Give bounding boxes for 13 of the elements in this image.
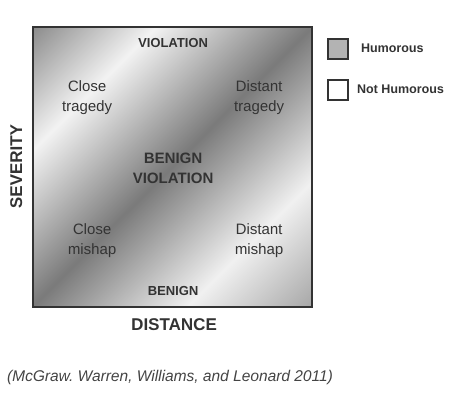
region-label: Close tragedy bbox=[60, 77, 114, 116]
region-label: BENIGN VIOLATION bbox=[132, 149, 214, 188]
axis-label: SEVERITY bbox=[7, 124, 27, 208]
region-label: Distant tragedy bbox=[232, 77, 286, 116]
legend-label: Not Humorous bbox=[357, 82, 444, 96]
caption: (McGraw. Warren, Williams, and Leonard 2011) bbox=[7, 368, 333, 386]
region-label: VIOLATION bbox=[137, 35, 209, 52]
region-label: Close mishap bbox=[66, 220, 118, 259]
legend-label: Humorous bbox=[361, 41, 424, 55]
gradient-square-panel bbox=[32, 26, 313, 308]
region-label: BENIGN bbox=[146, 283, 200, 300]
region-label: Distant mishap bbox=[234, 220, 284, 259]
axis-label: DISTANCE bbox=[131, 315, 217, 335]
